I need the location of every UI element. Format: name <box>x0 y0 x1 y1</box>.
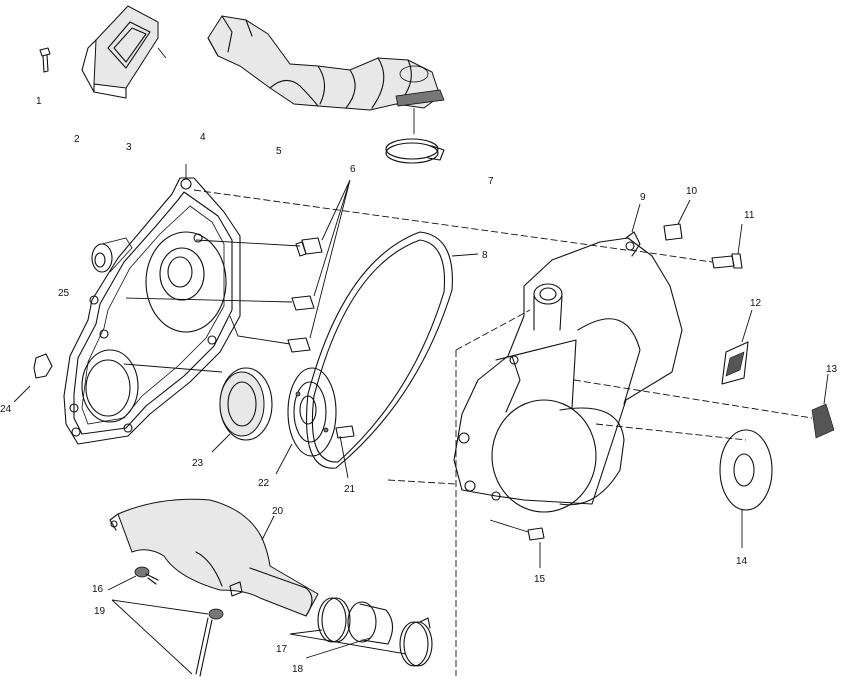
callout-1: 1 <box>36 96 42 107</box>
callout-19: 19 <box>94 606 106 617</box>
callout-9: 9 <box>640 192 646 203</box>
part-7-hose-clamp <box>385 108 445 164</box>
part-8-drive-belt <box>305 231 479 469</box>
part-12-label <box>721 309 753 385</box>
part-21-screw <box>335 425 355 479</box>
callout-15: 15 <box>534 574 546 585</box>
part-24-cap <box>13 353 53 403</box>
part-2-3-intake-adapter <box>81 5 167 99</box>
callout-16: 16 <box>92 584 104 595</box>
part-11-bolt <box>711 223 743 269</box>
callout-13: 13 <box>826 364 838 375</box>
callout-6: 6 <box>350 164 356 175</box>
part-15-screw <box>489 519 545 568</box>
part-4-inner-cover <box>63 164 241 445</box>
callout-23: 23 <box>192 458 204 469</box>
callout-25: 25 <box>58 288 70 299</box>
callout-12: 12 <box>750 298 762 309</box>
callout-3: 3 <box>126 142 132 153</box>
alignment-lines <box>193 189 813 676</box>
part-6-bolts <box>125 179 351 353</box>
part-5-intake-duct <box>207 15 445 111</box>
part-17-18-clamps <box>289 597 433 667</box>
callout-22: 22 <box>258 478 270 489</box>
callout-4: 4 <box>200 132 206 143</box>
callout-10: 10 <box>686 186 698 197</box>
callout-21: 21 <box>344 484 356 495</box>
part-23-seal <box>123 363 273 453</box>
callout-labels: 1 2 3 4 5 6 7 8 9 10 11 12 13 14 15 16 1… <box>0 96 838 675</box>
callout-14: 14 <box>736 556 748 567</box>
part-20-exhaust-duct <box>109 498 319 617</box>
part-25-plug <box>91 237 133 273</box>
callout-18: 18 <box>292 664 304 675</box>
part-1-screw <box>39 47 51 73</box>
part-14-round-decal <box>719 429 773 548</box>
callout-2: 2 <box>74 134 80 145</box>
callout-11: 11 <box>744 210 755 221</box>
callout-5: 5 <box>276 146 282 157</box>
part-22-plate <box>275 367 337 475</box>
part-13-reflector <box>811 373 835 439</box>
callout-24: 24 <box>0 404 12 415</box>
part-10-decal <box>663 199 691 241</box>
callout-8: 8 <box>482 250 488 261</box>
callout-17: 17 <box>276 644 288 655</box>
callout-20: 20 <box>272 506 284 517</box>
part-9-outer-cover <box>453 203 683 513</box>
part-16-19-fasteners <box>107 566 243 677</box>
callout-7: 7 <box>488 176 494 187</box>
